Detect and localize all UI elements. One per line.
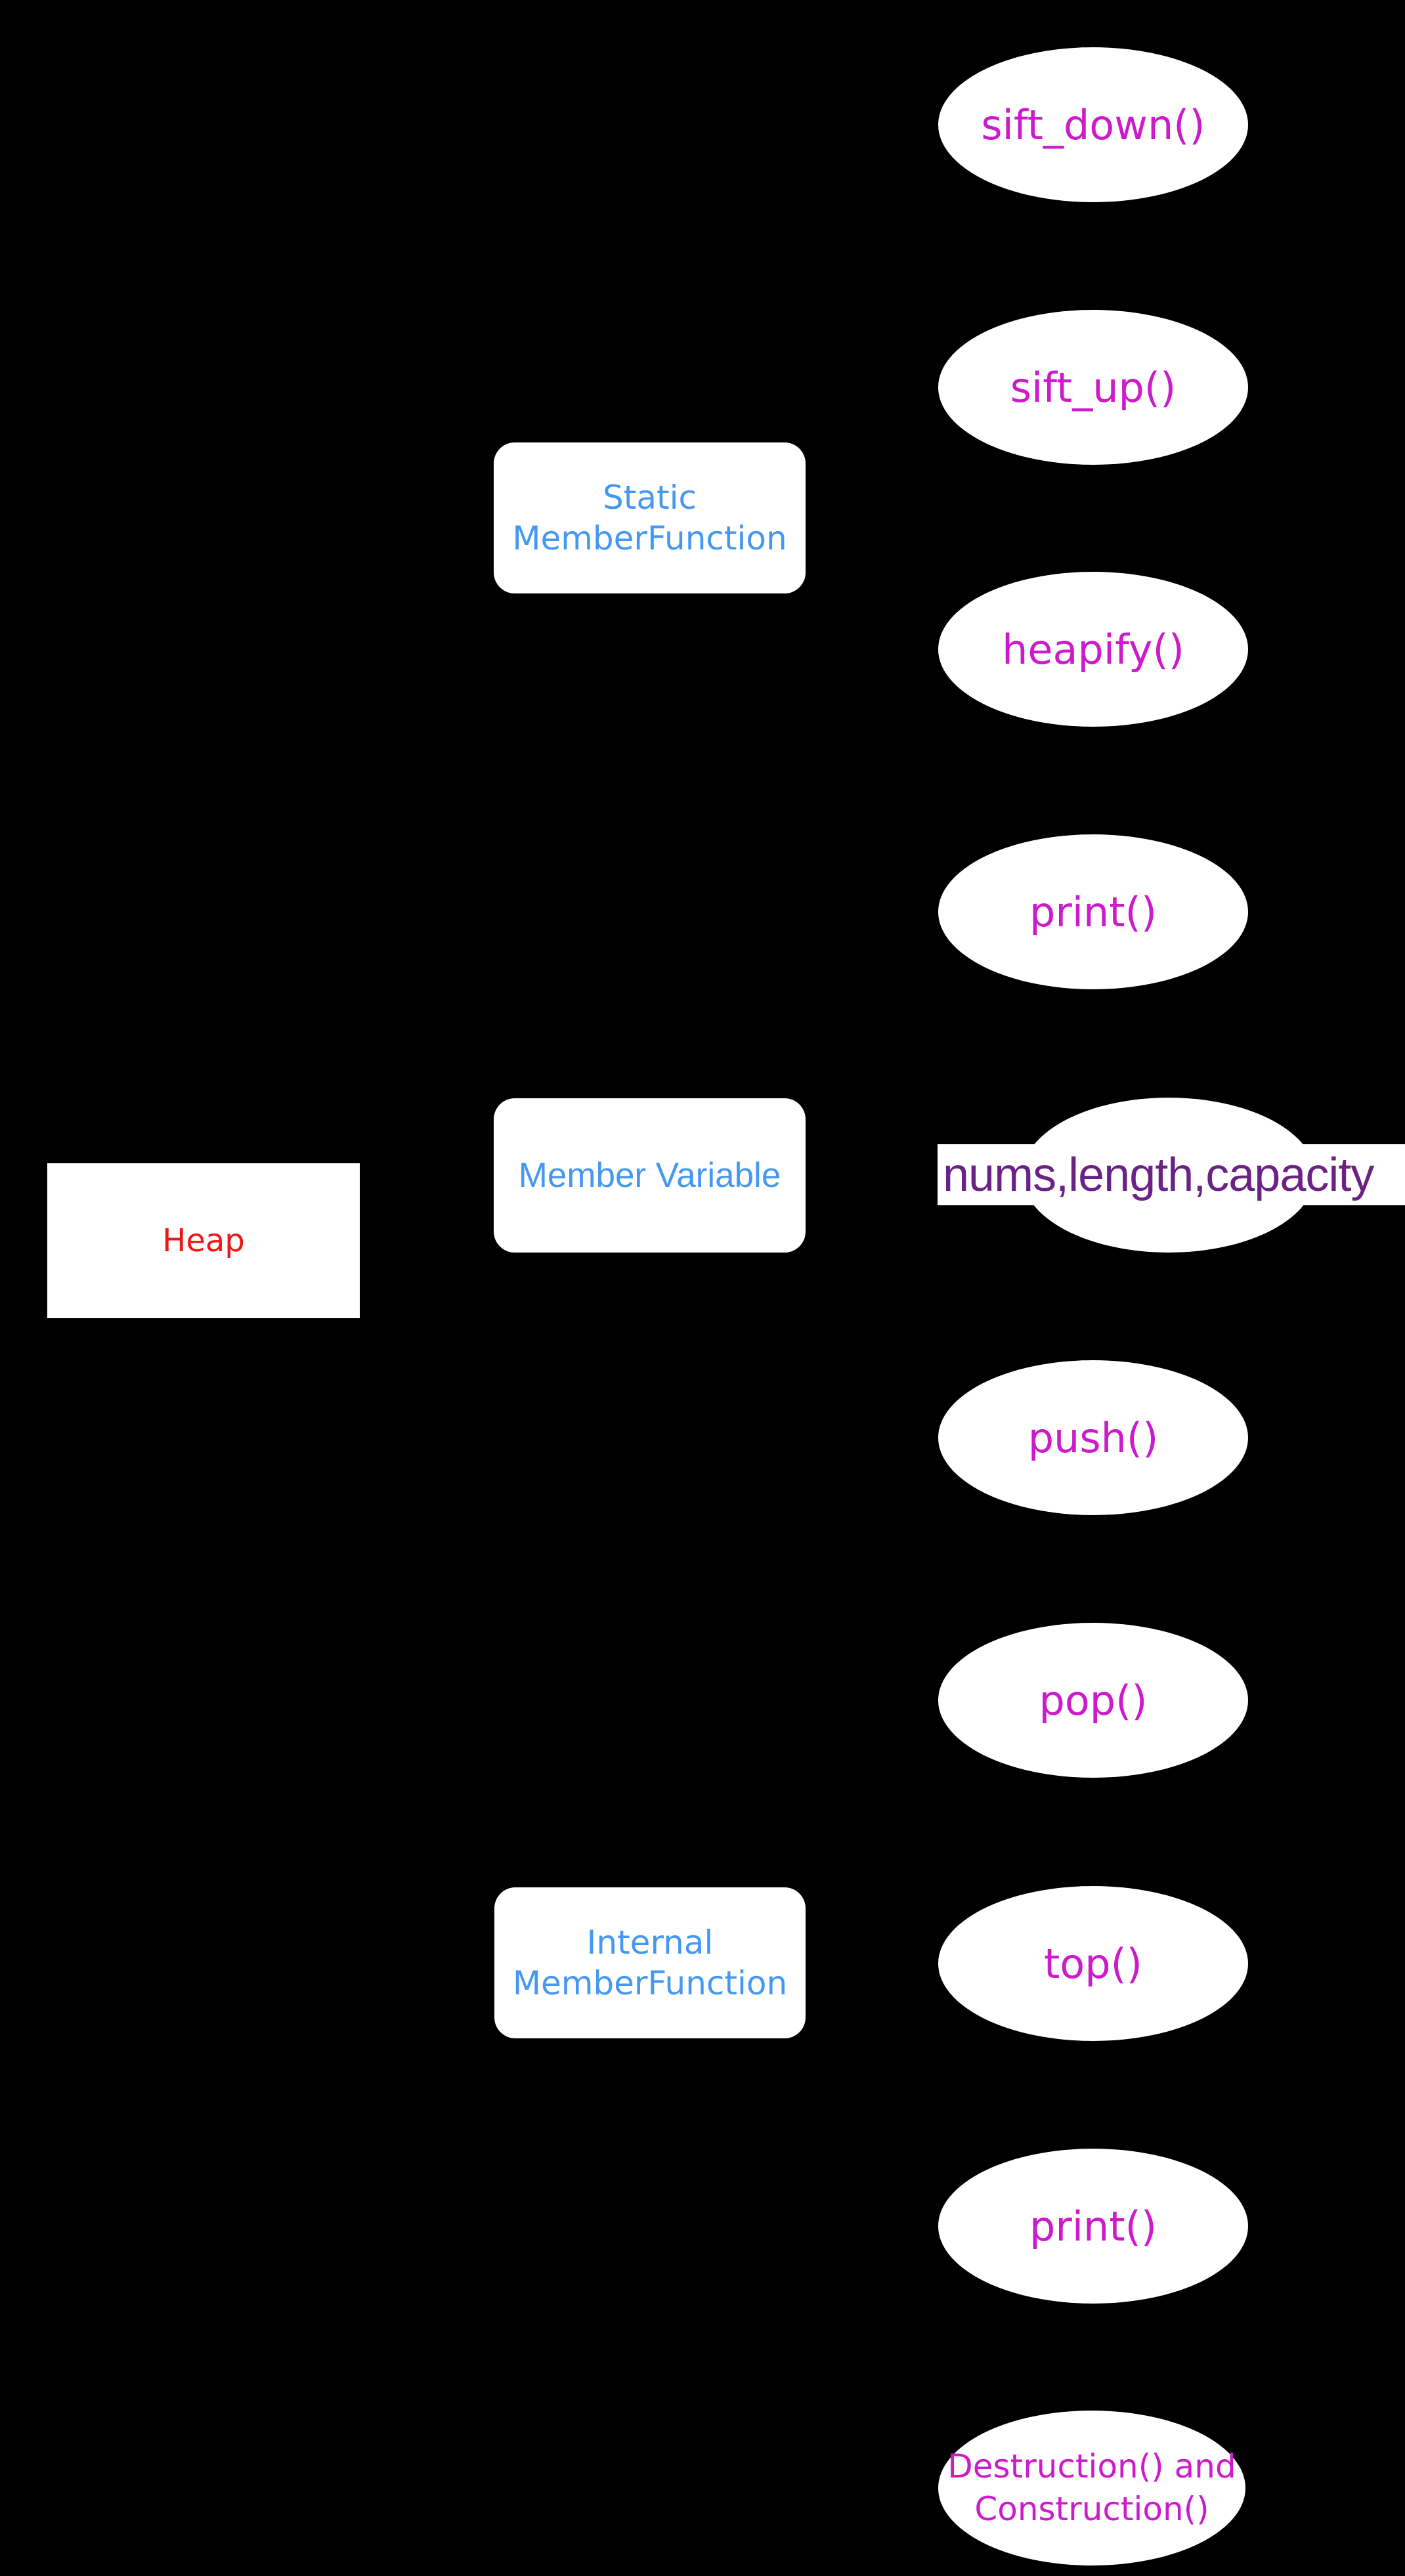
node-heapify-label: heapify() xyxy=(1002,625,1184,674)
node-member-variables[interactable]: nums,length,capacity xyxy=(938,1098,1405,1253)
node-print-static[interactable]: print() xyxy=(938,834,1248,989)
node-sift-down-label: sift_down() xyxy=(981,100,1205,149)
node-push-label: push() xyxy=(1027,1413,1159,1462)
node-member-variable[interactable]: Member Variable xyxy=(494,1098,806,1253)
node-sift-up[interactable]: sift_up() xyxy=(938,310,1248,465)
node-heap[interactable]: Heap xyxy=(47,1163,360,1318)
node-static-member-function-label: Static MemberFunction xyxy=(512,479,787,557)
node-sift-down[interactable]: sift_down() xyxy=(938,47,1248,202)
node-print-internal-label: print() xyxy=(1029,2202,1157,2250)
node-push[interactable]: push() xyxy=(938,1360,1248,1515)
node-print-internal[interactable]: print() xyxy=(938,2149,1248,2304)
node-pop[interactable]: pop() xyxy=(938,1623,1248,1778)
node-top-label: top() xyxy=(1044,1939,1142,1988)
node-top[interactable]: top() xyxy=(938,1886,1248,2041)
node-internal-member-function-label: Internal MemberFunction xyxy=(512,1923,788,2002)
node-sift-up-label: sift_up() xyxy=(1010,363,1177,412)
node-print-static-label: print() xyxy=(1029,888,1157,936)
node-heapify[interactable]: heapify() xyxy=(938,572,1248,727)
node-destruction-construction[interactable]: Destruction() and Construction() xyxy=(938,2411,1245,2565)
node-internal-member-function[interactable]: Internal MemberFunction xyxy=(494,1887,806,2038)
member-variables-label: nums,length,capacity xyxy=(943,1148,1374,1201)
node-pop-label: pop() xyxy=(1039,1676,1148,1725)
node-heap-label: Heap xyxy=(162,1222,245,1259)
node-destruction-construction-label: Destruction() and Construction() xyxy=(947,2447,1236,2528)
node-static-member-function[interactable]: Static MemberFunction xyxy=(494,442,806,593)
member-variables-band: nums,length,capacity xyxy=(938,1144,1405,1205)
node-member-variable-label: Member Variable xyxy=(518,1155,781,1195)
